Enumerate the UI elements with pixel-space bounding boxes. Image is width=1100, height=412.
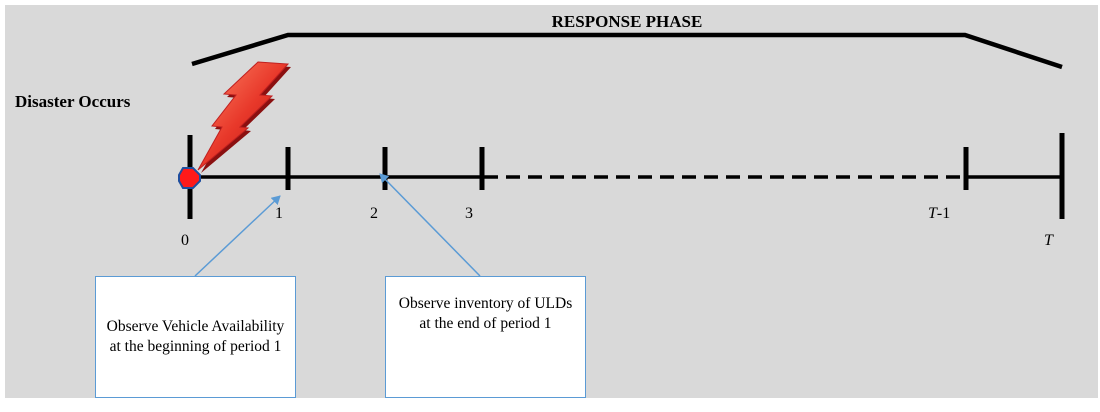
disaster-marker-icon xyxy=(178,167,201,189)
tick-label-2: 2 xyxy=(370,205,378,222)
tick-label-0: 0 xyxy=(181,232,189,249)
callout-text-uld-inventory: Observe inventory of ULDs at the end of … xyxy=(398,295,573,332)
response-phase-title: RESPONSE PHASE xyxy=(552,12,703,31)
response-phase-bracket xyxy=(191,32,1063,70)
tick-label-3: 3 xyxy=(465,205,473,222)
tick-label-t-minus-1: T-1 xyxy=(928,205,950,222)
callout-box-vehicle-availability: Observe Vehicle Availability at the begi… xyxy=(95,276,296,398)
callout-arrow-2 xyxy=(379,173,481,277)
callout-text-vehicle-availability: Observe Vehicle Availability at the begi… xyxy=(106,318,285,355)
callout-box-uld-inventory: Observe inventory of ULDs at the end of … xyxy=(385,276,586,398)
tick-label-1: 1 xyxy=(275,205,283,222)
callout-arrow-1 xyxy=(194,195,281,277)
tick-label-t: T xyxy=(1044,232,1054,249)
lightning-bolt-icon xyxy=(197,61,291,173)
disaster-occurs-label: Disaster Occurs xyxy=(15,92,131,111)
